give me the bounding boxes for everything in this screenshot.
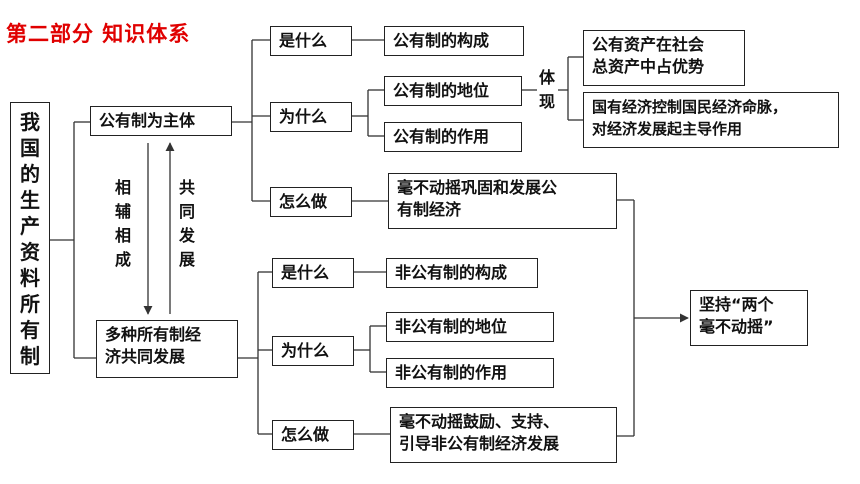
- embody-asset-advantage: 公有资产在社会 总资产中占优势: [583, 30, 745, 86]
- conclusion-line1: 坚持“两个: [699, 295, 774, 314]
- public-action-line2: 有制经济: [397, 200, 462, 219]
- nonpublic-role: 非公有制的作用: [386, 358, 554, 388]
- embody-label: 体 现: [538, 68, 555, 111]
- embody-asset-line1: 公有资产在社会: [592, 35, 705, 54]
- nonpublic-action-line2: 引导非公有制经济发展: [399, 434, 560, 453]
- question-why-public: 为什么: [270, 102, 352, 132]
- conclusion-line2: 毫不动摇”: [699, 317, 774, 336]
- public-role: 公有制的作用: [384, 122, 522, 152]
- main-node-public-label: 公有制为主体: [99, 111, 196, 130]
- nonpublic-action: 毫不动摇鼓励、支持、 引导非公有制经济发展: [390, 407, 617, 463]
- conclusion-node: 坚持“两个 毫不动摇”: [690, 290, 808, 346]
- question-what-public: 是什么: [270, 26, 352, 56]
- nonpublic-action-line1: 毫不动摇鼓励、支持、: [399, 412, 560, 431]
- main-node-multiple-line1: 多种所有制经: [105, 325, 202, 344]
- nonpublic-composition: 非公有制的构成: [386, 258, 538, 288]
- main-node-multiple-ownership: 多种所有制经 济共同发展: [96, 320, 238, 378]
- question-what-nonpublic: 是什么: [272, 258, 354, 288]
- public-composition: 公有制的构成: [384, 26, 524, 56]
- question-how-public: 怎么做: [270, 187, 352, 217]
- question-how-nonpublic: 怎么做: [272, 420, 354, 450]
- embody-state-line2: 对经济发展起主导作用: [592, 120, 743, 138]
- page-title: 第二部分 知识体系: [6, 22, 191, 46]
- public-status: 公有制的地位: [384, 76, 522, 106]
- embody-state-line1: 国有经济控制国民经济命脉，: [592, 98, 788, 116]
- relation-label-co-develop: 共 同 发 展: [178, 178, 195, 269]
- question-why-nonpublic: 为什么: [272, 336, 354, 366]
- embody-state-economy: 国有经济控制国民经济命脉， 对经济发展起主导作用: [583, 92, 839, 148]
- embody-asset-line2: 总资产中占优势: [592, 57, 705, 76]
- public-action-line1: 毫不动摇巩固和发展公: [397, 178, 558, 197]
- relation-label-complement: 相 辅 相 成: [114, 178, 131, 269]
- nonpublic-status: 非公有制的地位: [386, 312, 554, 342]
- main-node-multiple-line2: 济共同发展: [105, 347, 186, 366]
- public-action: 毫不动摇巩固和发展公 有制经济: [388, 173, 617, 229]
- root-node: 我 国 的 生 产 资 料 所 有 制: [10, 102, 50, 374]
- main-node-public-ownership: 公有制为主体: [90, 106, 232, 136]
